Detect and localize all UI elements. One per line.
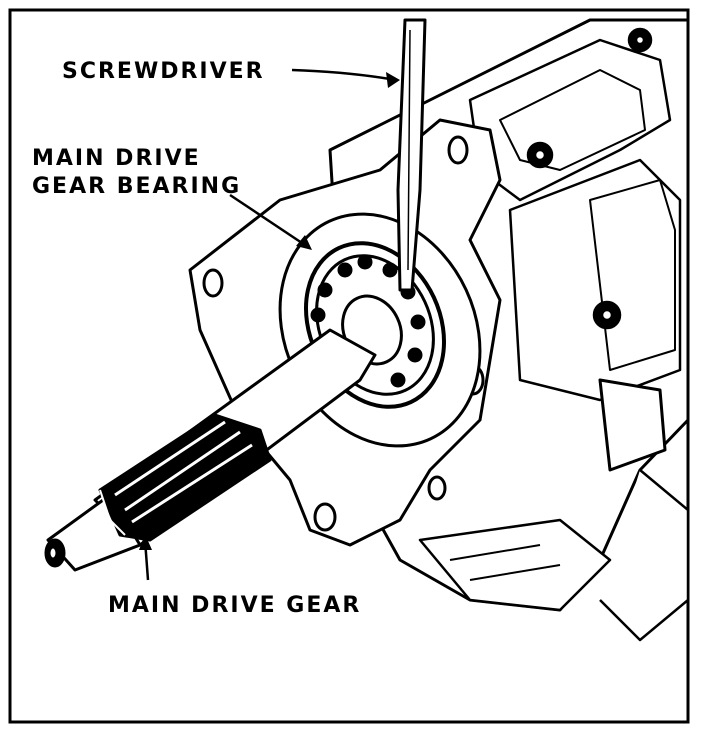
bearing-leader xyxy=(229,193,306,247)
label-bearing-line2: GEAR BEARING xyxy=(32,174,241,199)
main-drive-gear xyxy=(98,413,272,542)
leader-arrowheads xyxy=(139,72,400,550)
gear-arrowhead xyxy=(139,534,152,550)
bearing-arrowhead xyxy=(296,235,312,250)
label-screwdriver: SCREWDRIVER xyxy=(62,59,265,84)
screwdriver xyxy=(396,18,427,292)
screwdriver-arrowhead xyxy=(386,72,400,88)
screwdriver-leader xyxy=(291,68,397,82)
label-bearing-line1: MAIN DRIVE xyxy=(32,146,201,171)
label-main-drive-gear: MAIN DRIVE GEAR xyxy=(108,593,361,618)
case-bolts xyxy=(526,27,653,330)
